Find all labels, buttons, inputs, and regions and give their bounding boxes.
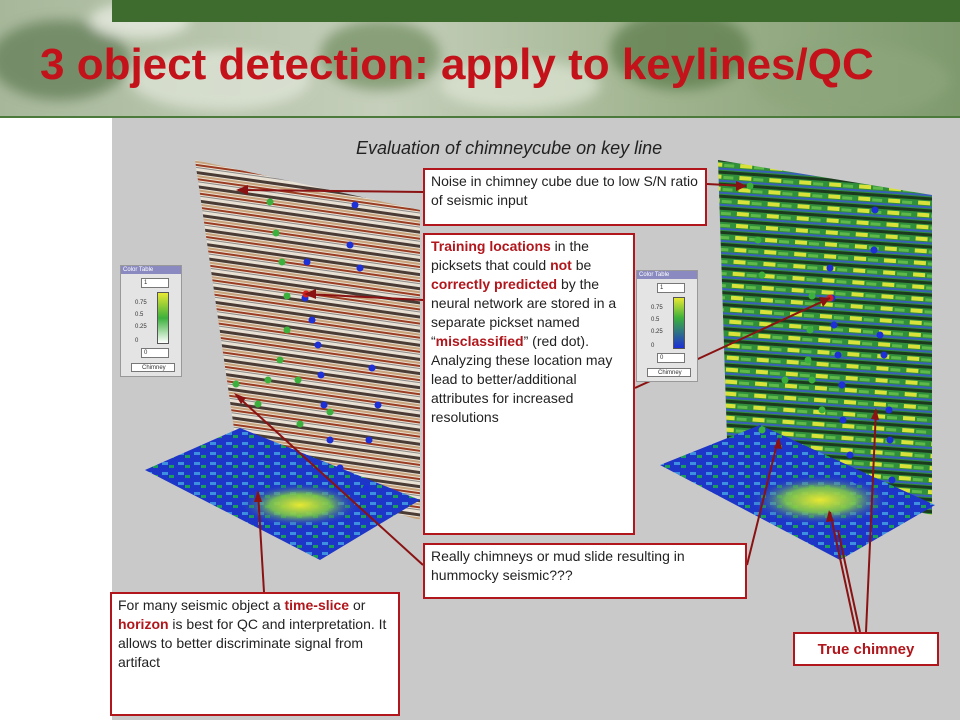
callout-emphasis: time-slice — [284, 597, 350, 613]
right-chimney-section — [718, 160, 932, 515]
color-table-max-field[interactable]: 1 — [657, 283, 685, 293]
color-table-tick: 0.5 — [135, 312, 144, 318]
color-table-tick: 0 — [651, 343, 655, 349]
left-seismic-section — [195, 160, 420, 520]
callout-text: ” (red dot). Analyzing these location ma… — [431, 333, 613, 425]
color-table-min-field[interactable]: 0 — [657, 353, 685, 363]
callout-noise: Noise in chimney cube due to low S/N rat… — [423, 168, 707, 226]
slide-subtitle: Evaluation of chimneycube on key line — [356, 138, 663, 158]
callout-time-slice: For many seismic object a time-slice or … — [110, 592, 400, 716]
callout-emphasis: correctly predicted — [431, 276, 558, 292]
header-banner: 3 object detection: apply to keylines/QC — [0, 0, 960, 118]
color-table-gradient — [673, 297, 685, 349]
callout-really-chimneys: Really chimneys or mud slide resulting i… — [423, 543, 747, 599]
callout-emphasis: Training locations — [431, 238, 551, 254]
color-table-select[interactable]: Chimney — [131, 363, 175, 372]
color-table-tick: 0 — [135, 338, 139, 344]
color-table-tick: 0.25 — [135, 324, 147, 330]
callout-text: in the picksets that could — [431, 238, 589, 273]
callout-emphasis: not — [550, 257, 572, 273]
callout-emphasis: misclassified — [435, 333, 524, 349]
color-table-tick: 0.75 — [651, 305, 663, 311]
banner-green-bar — [112, 0, 960, 22]
right-slice-anomaly — [750, 475, 890, 525]
color-table-select[interactable]: Chimney — [647, 368, 691, 377]
left-pick-dots — [232, 198, 382, 492]
color-table-tick: 0.75 — [135, 300, 147, 306]
callout-text: be — [571, 257, 592, 273]
color-table-left: Color Table 1 0.75 0.5 0.25 0 0 Chimney — [120, 265, 182, 377]
banner-divider — [0, 116, 960, 118]
color-table-min-field[interactable]: 0 — [141, 348, 169, 358]
annotation-pointers — [235, 183, 877, 633]
color-table-header: Color Table — [121, 266, 181, 274]
left-slice-anomaly — [240, 483, 360, 527]
callout-training-locations: Training locations in the picksets that … — [423, 233, 635, 535]
callout-emphasis: horizon — [118, 616, 169, 632]
color-table-tick: 0.5 — [651, 317, 660, 323]
callout-text: For many seismic object a — [118, 597, 285, 613]
color-table-right: Color Table 1 0.75 0.5 0.25 0 0 Chimney — [636, 270, 698, 382]
color-table-max-field[interactable]: 1 — [141, 278, 169, 288]
color-table-header: Color Table — [637, 271, 697, 279]
color-table-tick: 0.25 — [651, 329, 663, 335]
callout-true-chimney: True chimney — [793, 632, 939, 666]
callout-text: or — [349, 597, 366, 613]
pointer-arrowheads — [234, 181, 879, 522]
slide-title: 3 object detection: apply to keylines/QC — [40, 40, 874, 89]
color-table-gradient — [157, 292, 169, 344]
callout-text: is best for QC and interpretation. It al… — [118, 616, 387, 670]
callout-text: by the neural network are stored in a se… — [431, 276, 617, 349]
